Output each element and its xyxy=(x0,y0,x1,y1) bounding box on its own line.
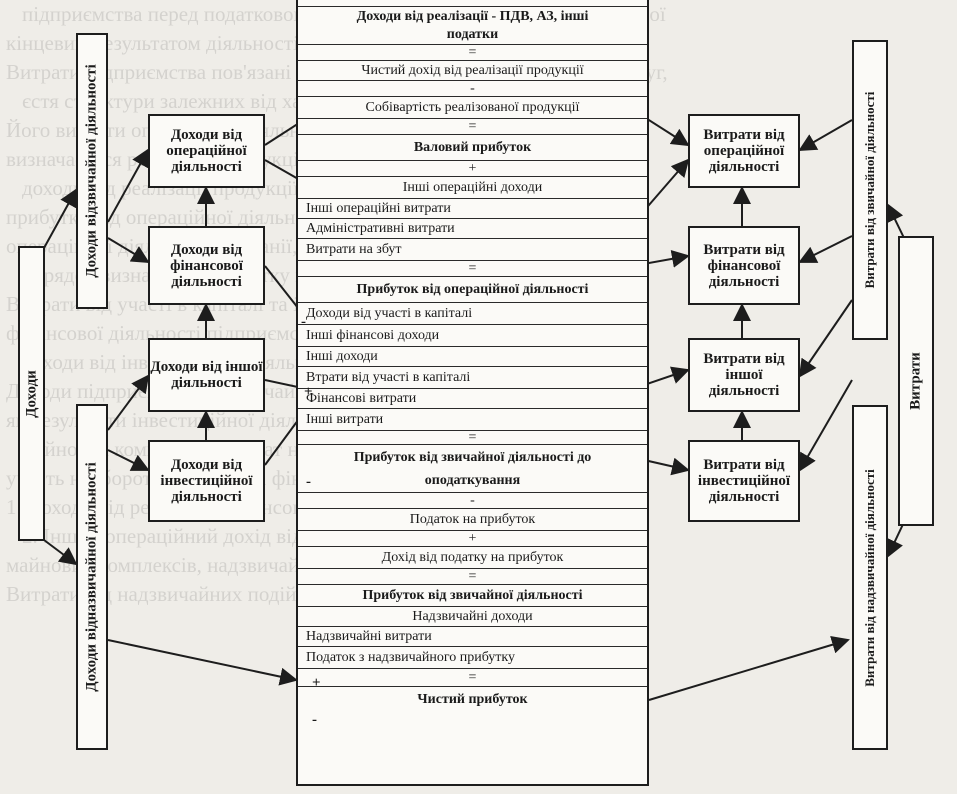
expense-operating-label: Витрати від операційної діяльності xyxy=(703,127,785,175)
calc-row: податки xyxy=(446,27,499,42)
calc-row: Інші операційні доходи xyxy=(298,176,647,198)
income-other-box: Доходи від іншої діяльності xyxy=(148,338,265,412)
expense-other-box: Витрати від іншої діяльності xyxy=(688,338,800,412)
calc-row: Чистий дохід від реалізації продукції xyxy=(298,60,647,80)
calc-row: Надзвичайні витрати xyxy=(298,626,647,646)
calc-row: Інші операційні витрати xyxy=(298,198,647,218)
calc-row: + xyxy=(298,160,647,176)
calc-row: - xyxy=(298,492,647,508)
income-other-label: Доходи від іншої діяльності xyxy=(150,359,263,391)
expense-financial-label: Витрати від фінансової діяльності xyxy=(703,241,785,290)
calc-row: Фінансові витрати xyxy=(298,388,647,408)
calc-row: Інші витрати xyxy=(298,408,647,430)
calc-row: - xyxy=(298,80,647,96)
calc-row: = xyxy=(298,568,647,584)
calc-row: Податок на прибуток xyxy=(298,508,647,530)
expense-investment-label: Витрати від інвестиційної діяльності xyxy=(697,457,791,505)
ordinary-expense-label: Витрати від звичайної діяльності xyxy=(862,91,877,289)
income-investment-box: Доходи від інвестиційної діяльності xyxy=(148,440,265,522)
income-outer-bar: Доходи xyxy=(18,246,45,541)
expense-outer-bar: Витрати xyxy=(898,236,934,526)
calc-row: Витрати на збут xyxy=(298,238,647,260)
income-operating-label: Доходи від операційної діяльності xyxy=(166,127,247,175)
extraordinary-income-label: Доходи відназвичайної діяльності xyxy=(83,462,100,692)
calc-row: = xyxy=(298,668,647,686)
calc-row: Прибуток від звичайної діяльності до xyxy=(298,444,647,470)
expense-operating-box: Витрати від операційної діяльності xyxy=(688,114,800,188)
side-sign: - xyxy=(301,314,306,330)
extraordinary-income-bar: Доходи відназвичайної діяльності xyxy=(76,404,108,750)
expense-investment-box: Витрати від інвестиційної діяльності xyxy=(688,440,800,522)
calc-row: Доходи від участі в капіталі xyxy=(298,302,647,324)
side-sign: + xyxy=(304,384,313,400)
extraordinary-expense-bar: Витрати від надзвичайної діяльності xyxy=(852,405,888,750)
calc-row: Валовий прибуток xyxy=(298,134,647,160)
income-operating-box: Доходи від операційної діяльності xyxy=(148,114,265,188)
calc-row: Інші фінансові доходи xyxy=(298,324,647,346)
expense-other-label: Витрати від іншої діяльності xyxy=(703,351,785,399)
income-outer-label: Доходи xyxy=(23,369,39,418)
ordinary-income-bar: Доходи відзвичайної діяльності xyxy=(76,33,108,309)
calc-row: Податок з надзвичайного прибутку xyxy=(298,646,647,668)
side-sign: - xyxy=(312,712,317,728)
calc-row: + xyxy=(298,530,647,546)
calc-row: Втрати від участі в капіталі xyxy=(298,366,647,388)
income-investment-label: Доходи від інвестиційної діяльності xyxy=(160,457,253,505)
ordinary-expense-bar: Витрати від звичайної діяльності xyxy=(852,40,888,340)
calc-row: Чистий прибуток xyxy=(298,686,647,712)
calc-row: = xyxy=(298,260,647,276)
ordinary-income-label: Доходи відзвичайної діяльності xyxy=(83,64,100,278)
calc-row: Інші доходи xyxy=(298,346,647,366)
calc-row: Надзвичайні доходи xyxy=(298,606,647,626)
calc-row: Прибуток від операційної діяльності xyxy=(298,276,647,302)
calc-row: = xyxy=(298,118,647,134)
expense-outer-label: Витрати xyxy=(907,352,924,410)
income-financial-box: Доходи від фінансової діяльності xyxy=(148,226,265,305)
side-sign: + xyxy=(312,675,321,691)
calc-row: Адміністративні витрати xyxy=(298,218,647,238)
calc-row: = xyxy=(298,44,647,60)
calc-row: Собівартість реалізованої продукції xyxy=(298,96,647,118)
calc-row: = xyxy=(298,430,647,444)
calc-row: Доходи від реалізації - ПДВ, АЗ, інші xyxy=(298,6,647,26)
calc-row: оподаткування xyxy=(424,473,521,488)
calc-row: Дохід від податку на прибуток xyxy=(298,546,647,568)
extraordinary-expense-label: Витрати від надзвичайної діяльності xyxy=(862,468,877,687)
calc-row: Прибуток від звичайної діяльності xyxy=(298,584,647,606)
income-financial-label: Доходи від фінансової діяльності xyxy=(170,241,243,290)
side-sign: - xyxy=(306,474,311,490)
expense-financial-box: Витрати від фінансової діяльності xyxy=(688,226,800,305)
